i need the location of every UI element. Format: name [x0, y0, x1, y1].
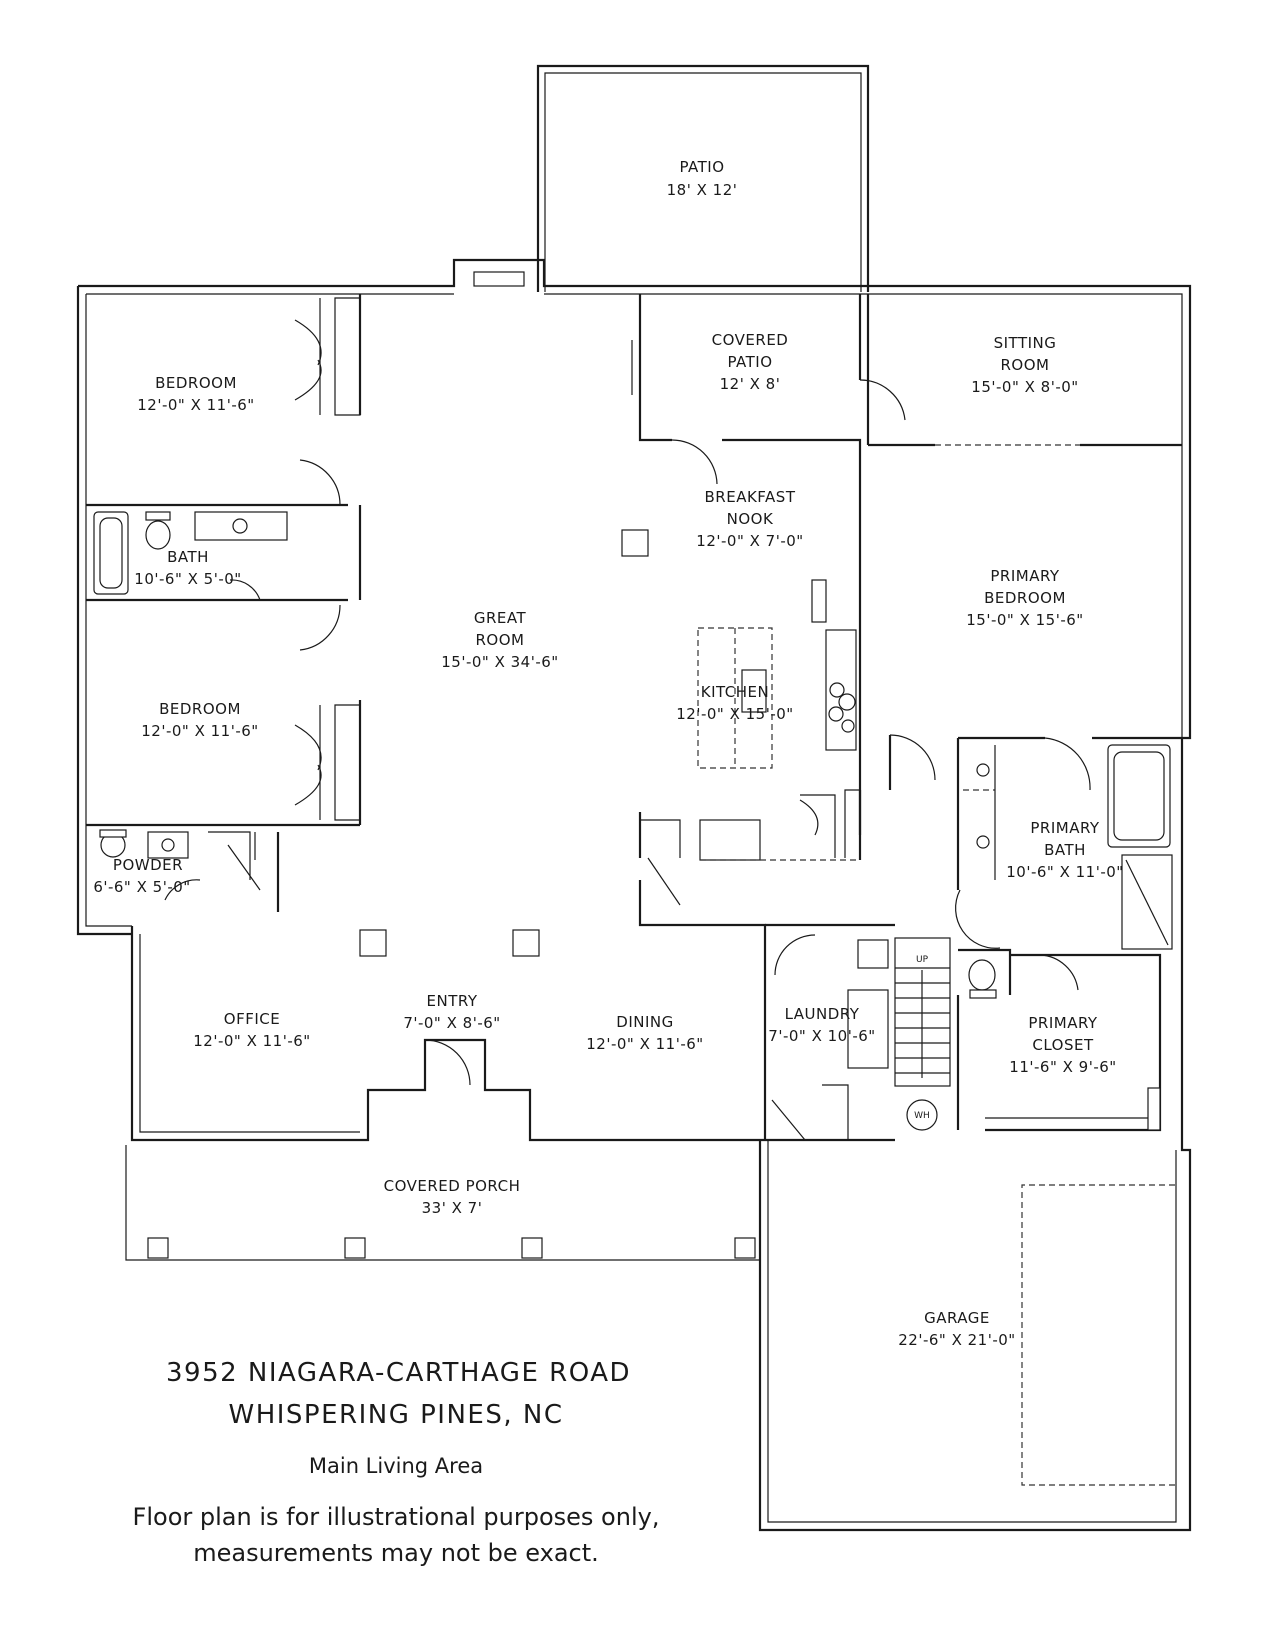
porch-column: [147, 1237, 169, 1259]
breakfast-nook-name-2: NOOK: [727, 510, 774, 528]
patio-dim: 18' X 12': [667, 181, 738, 199]
sitting-room-name-2: ROOM: [1001, 356, 1050, 374]
primary-closet-name-2: CLOSET: [1032, 1036, 1094, 1054]
kitchen-name: KITCHEN: [701, 683, 770, 701]
primary-closet-name-1: PRIMARY: [1028, 1014, 1098, 1032]
porch-column: [734, 1237, 756, 1259]
fireplace-icon: [473, 271, 525, 287]
column-post: [359, 929, 387, 957]
stairs-label: UP: [916, 955, 929, 965]
address-line-1: 3952 NIAGARA-CARTHAGE ROAD: [166, 1358, 632, 1388]
water-heater-icon: [906, 1099, 938, 1131]
bedroom-2-name: BEDROOM: [159, 700, 241, 718]
address-line-2: WHISPERING PINES, NC: [228, 1400, 564, 1430]
front-walls: [125, 926, 765, 1261]
exterior-walls: [76, 258, 1192, 1532]
primary-bedroom-dim: 15'-0" X 15'-6": [966, 611, 1083, 629]
center-walls: [359, 294, 1182, 1140]
garage-name: GARAGE: [924, 1309, 990, 1327]
breakfast-nook-name-1: BREAKFAST: [705, 488, 796, 506]
area-label: Main Living Area: [308, 1454, 484, 1478]
primary-tub-icon: [1107, 744, 1171, 848]
bathtub-icon: [93, 511, 129, 595]
toilet-icon: [145, 520, 171, 550]
laundry-sink-icon: [857, 939, 889, 969]
covered-porch-name: COVERED PORCH: [384, 1177, 521, 1195]
column-post: [621, 529, 649, 557]
bedroom-1-dim: 12'-0" X 11'-6": [137, 396, 254, 414]
primary-bath-name-1: PRIMARY: [1030, 819, 1100, 837]
bath-dim: 10'-6" X 5'-0": [134, 570, 241, 588]
laundry-name: LAUNDRY: [785, 1005, 860, 1023]
bedroom-1-name: BEDROOM: [155, 374, 237, 392]
primary-bedroom-name-1: PRIMARY: [990, 567, 1060, 585]
kitchen-island: [697, 627, 773, 769]
office-dim: 12'-0" X 11'-6": [193, 1032, 310, 1050]
kitchen-dim: 12'-0" X 15'-0": [676, 705, 793, 723]
bath-name: BATH: [167, 548, 209, 566]
covered-patio-dim: 12' X 8': [720, 375, 781, 393]
dining-dim: 12'-0" X 11'-6": [586, 1035, 703, 1053]
garage-door: [1021, 1184, 1175, 1486]
porch-column: [521, 1237, 543, 1259]
patio-outline: [536, 64, 870, 292]
powder-name: POWDER: [113, 856, 183, 874]
primary-bedroom-name-2: BEDROOM: [984, 589, 1066, 607]
powder-sink-icon: [147, 831, 189, 859]
right-wing-walls: UP WH: [765, 736, 1182, 1142]
room-labels: PATIO 18' X 12' COVERED PATIO 12' X 8' S…: [93, 158, 1123, 1349]
primary-bath-name-2: BATH: [1044, 841, 1086, 859]
great-room-name-2: ROOM: [476, 631, 525, 649]
porch-column: [344, 1237, 366, 1259]
disclaimer-line-1: Floor plan is for illustrational purpose…: [132, 1503, 660, 1531]
breakfast-nook-dim: 12'-0" X 7'-0": [696, 532, 803, 550]
covered-patio-name-1: COVERED: [712, 331, 789, 349]
water-heater-label: WH: [914, 1111, 930, 1121]
disclaimer-line-2: measurements may not be exact.: [193, 1539, 599, 1567]
patio-name: PATIO: [679, 158, 724, 176]
bedroom-2-dim: 12'-0" X 11'-6": [141, 722, 258, 740]
great-room-name-1: GREAT: [474, 609, 527, 627]
covered-patio-name-2: PATIO: [727, 353, 772, 371]
stairs: [894, 937, 951, 1087]
office-name: OFFICE: [224, 1010, 280, 1028]
laundry-dim: 7'-0" X 10'-6": [768, 1027, 875, 1045]
great-room-dim: 15'-0" X 34'-6": [441, 653, 558, 671]
primary-toilet-icon: [968, 959, 996, 991]
primary-bath-dim: 10'-6" X 11'-0": [1006, 863, 1123, 881]
garage-dim: 22'-6" X 21'-0": [898, 1331, 1015, 1349]
left-wing-walls: [86, 294, 362, 912]
entry-name: ENTRY: [427, 992, 478, 1010]
range-hood-icon: [811, 579, 827, 623]
powder-dim: 6'-6" X 5'-0": [93, 878, 190, 896]
sitting-room-name-1: SITTING: [994, 334, 1057, 352]
vanity-icon: [194, 511, 288, 541]
entry-dim: 7'-0" X 8'-6": [403, 1014, 500, 1032]
sitting-room-dim: 15'-0" X 8'-0": [971, 378, 1078, 396]
column-post: [512, 929, 540, 957]
primary-closet-dim: 11'-6" X 9'-6": [1009, 1058, 1116, 1076]
dining-name: DINING: [616, 1013, 673, 1031]
covered-porch-dim: 33' X 7': [422, 1199, 483, 1217]
refrigerator-icon: [699, 819, 761, 861]
